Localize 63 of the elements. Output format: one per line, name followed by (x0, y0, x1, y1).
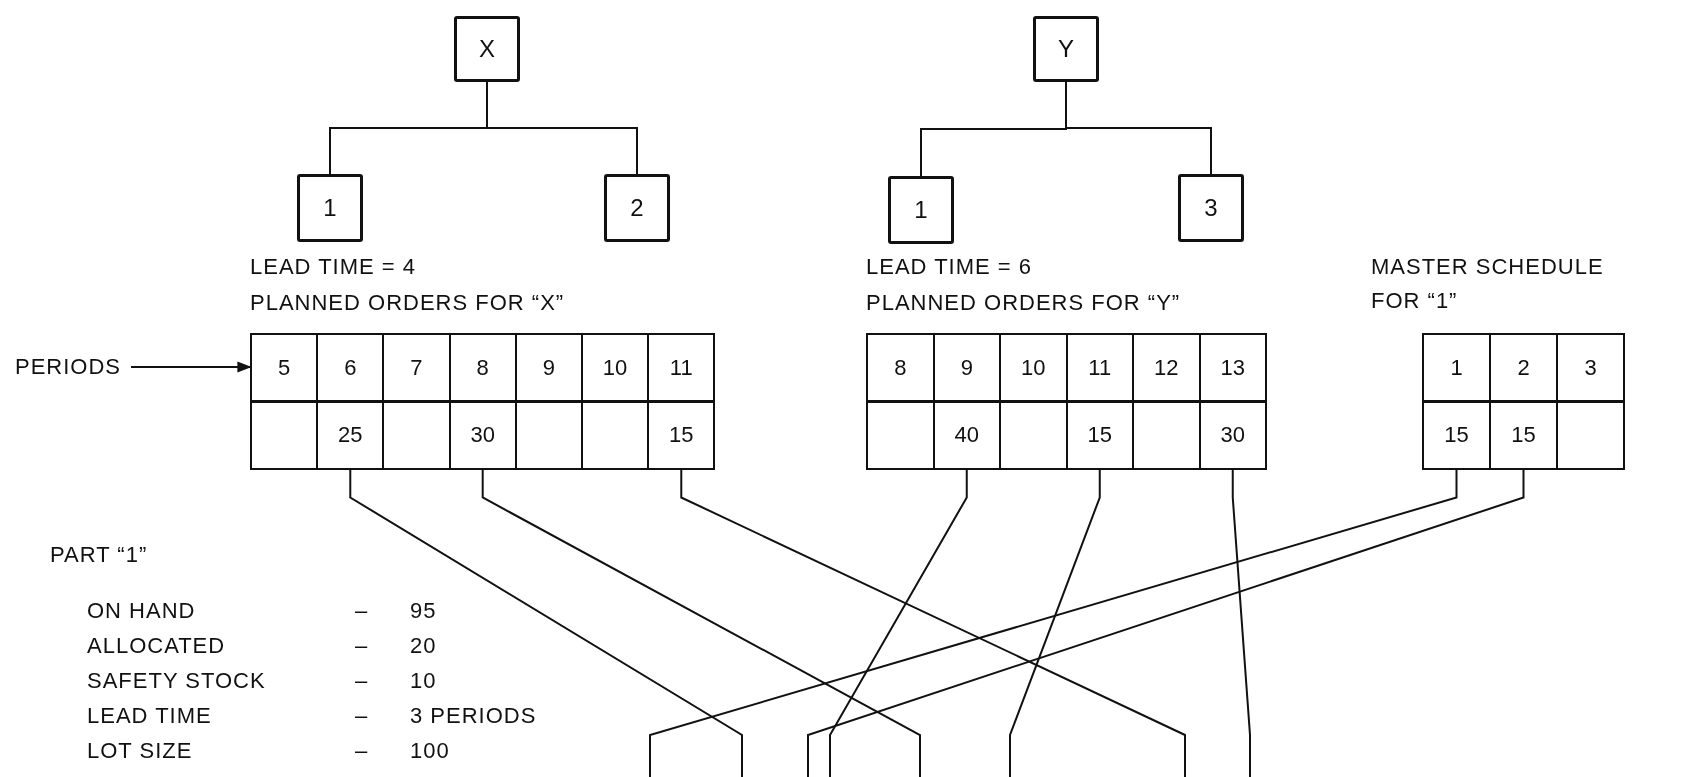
spec-name: ON HAND (87, 598, 196, 624)
connector-line (649, 468, 1458, 777)
period-cell: 10 (581, 333, 650, 402)
connector-line (680, 468, 1186, 777)
spec-value: 95 (410, 598, 437, 624)
spec-dash: – (355, 738, 369, 764)
spec-dash: – (355, 633, 369, 659)
table-heading: PLANNED ORDERS FOR “Y” (866, 289, 1181, 317)
period-cell: 8 (866, 333, 935, 402)
connector-line (1009, 468, 1101, 777)
quantity-cell: 15 (1489, 400, 1558, 470)
part-box: 1 (297, 174, 363, 242)
connector-line (481, 468, 921, 777)
period-cell: 10 (999, 333, 1068, 402)
connector-line (807, 468, 1525, 777)
spec-value: 100 (410, 738, 450, 764)
period-cell: 9 (514, 333, 583, 402)
period-cell: 8 (448, 333, 517, 402)
part-box: Y (1033, 16, 1099, 82)
spec-value: 20 (410, 633, 437, 659)
period-cell: 11 (647, 333, 716, 402)
spec-dash: – (355, 703, 369, 729)
period-cell: 9 (932, 333, 1001, 402)
arrow (130, 361, 252, 373)
row-label: PERIODS (15, 354, 122, 380)
spec-dash: – (355, 668, 369, 694)
quantity-cell: 15 (1065, 400, 1134, 470)
quantity-cell: 25 (316, 400, 385, 470)
period-cell: 5 (250, 333, 319, 402)
table-heading: LEAD TIME = 4 (250, 253, 417, 281)
connector-line (1231, 468, 1251, 777)
connector-line (486, 81, 638, 175)
quantity-cell: 40 (932, 400, 1001, 470)
connector-line (1065, 81, 1212, 175)
period-cell: 3 (1556, 333, 1625, 402)
period-cell: 7 (382, 333, 451, 402)
table-heading: PLANNED ORDERS FOR “X” (250, 289, 565, 317)
quantity-cell: 15 (647, 400, 716, 470)
spec-value: 3 PERIODS (410, 703, 537, 729)
period-cell: 2 (1489, 333, 1558, 402)
part-box: 3 (1178, 174, 1244, 242)
connector-line (829, 468, 968, 777)
quantity-cell: 30 (1198, 400, 1267, 470)
spec-name: LOT SIZE (87, 738, 193, 764)
table-heading: MASTER SCHEDULE FOR “1” (1371, 253, 1605, 315)
spec-value: 10 (410, 668, 437, 694)
part-heading: PART “1” (50, 542, 148, 568)
spec-name: LEAD TIME (87, 703, 212, 729)
part-box: 1 (888, 176, 954, 244)
quantity-cell: 30 (448, 400, 517, 470)
part-box: X (454, 16, 520, 82)
connector-line (349, 468, 743, 777)
period-cell: 11 (1065, 333, 1134, 402)
part-box: 2 (604, 174, 670, 242)
table-heading: LEAD TIME = 6 (866, 253, 1033, 281)
period-cell: 1 (1422, 333, 1491, 402)
spec-name: SAFETY STOCK (87, 668, 266, 694)
period-cell: 12 (1132, 333, 1201, 402)
quantity-cell: 15 (1422, 400, 1491, 470)
period-cell: 6 (316, 333, 385, 402)
spec-name: ALLOCATED (87, 633, 226, 659)
period-cell: 13 (1198, 333, 1267, 402)
spec-dash: – (355, 598, 369, 624)
